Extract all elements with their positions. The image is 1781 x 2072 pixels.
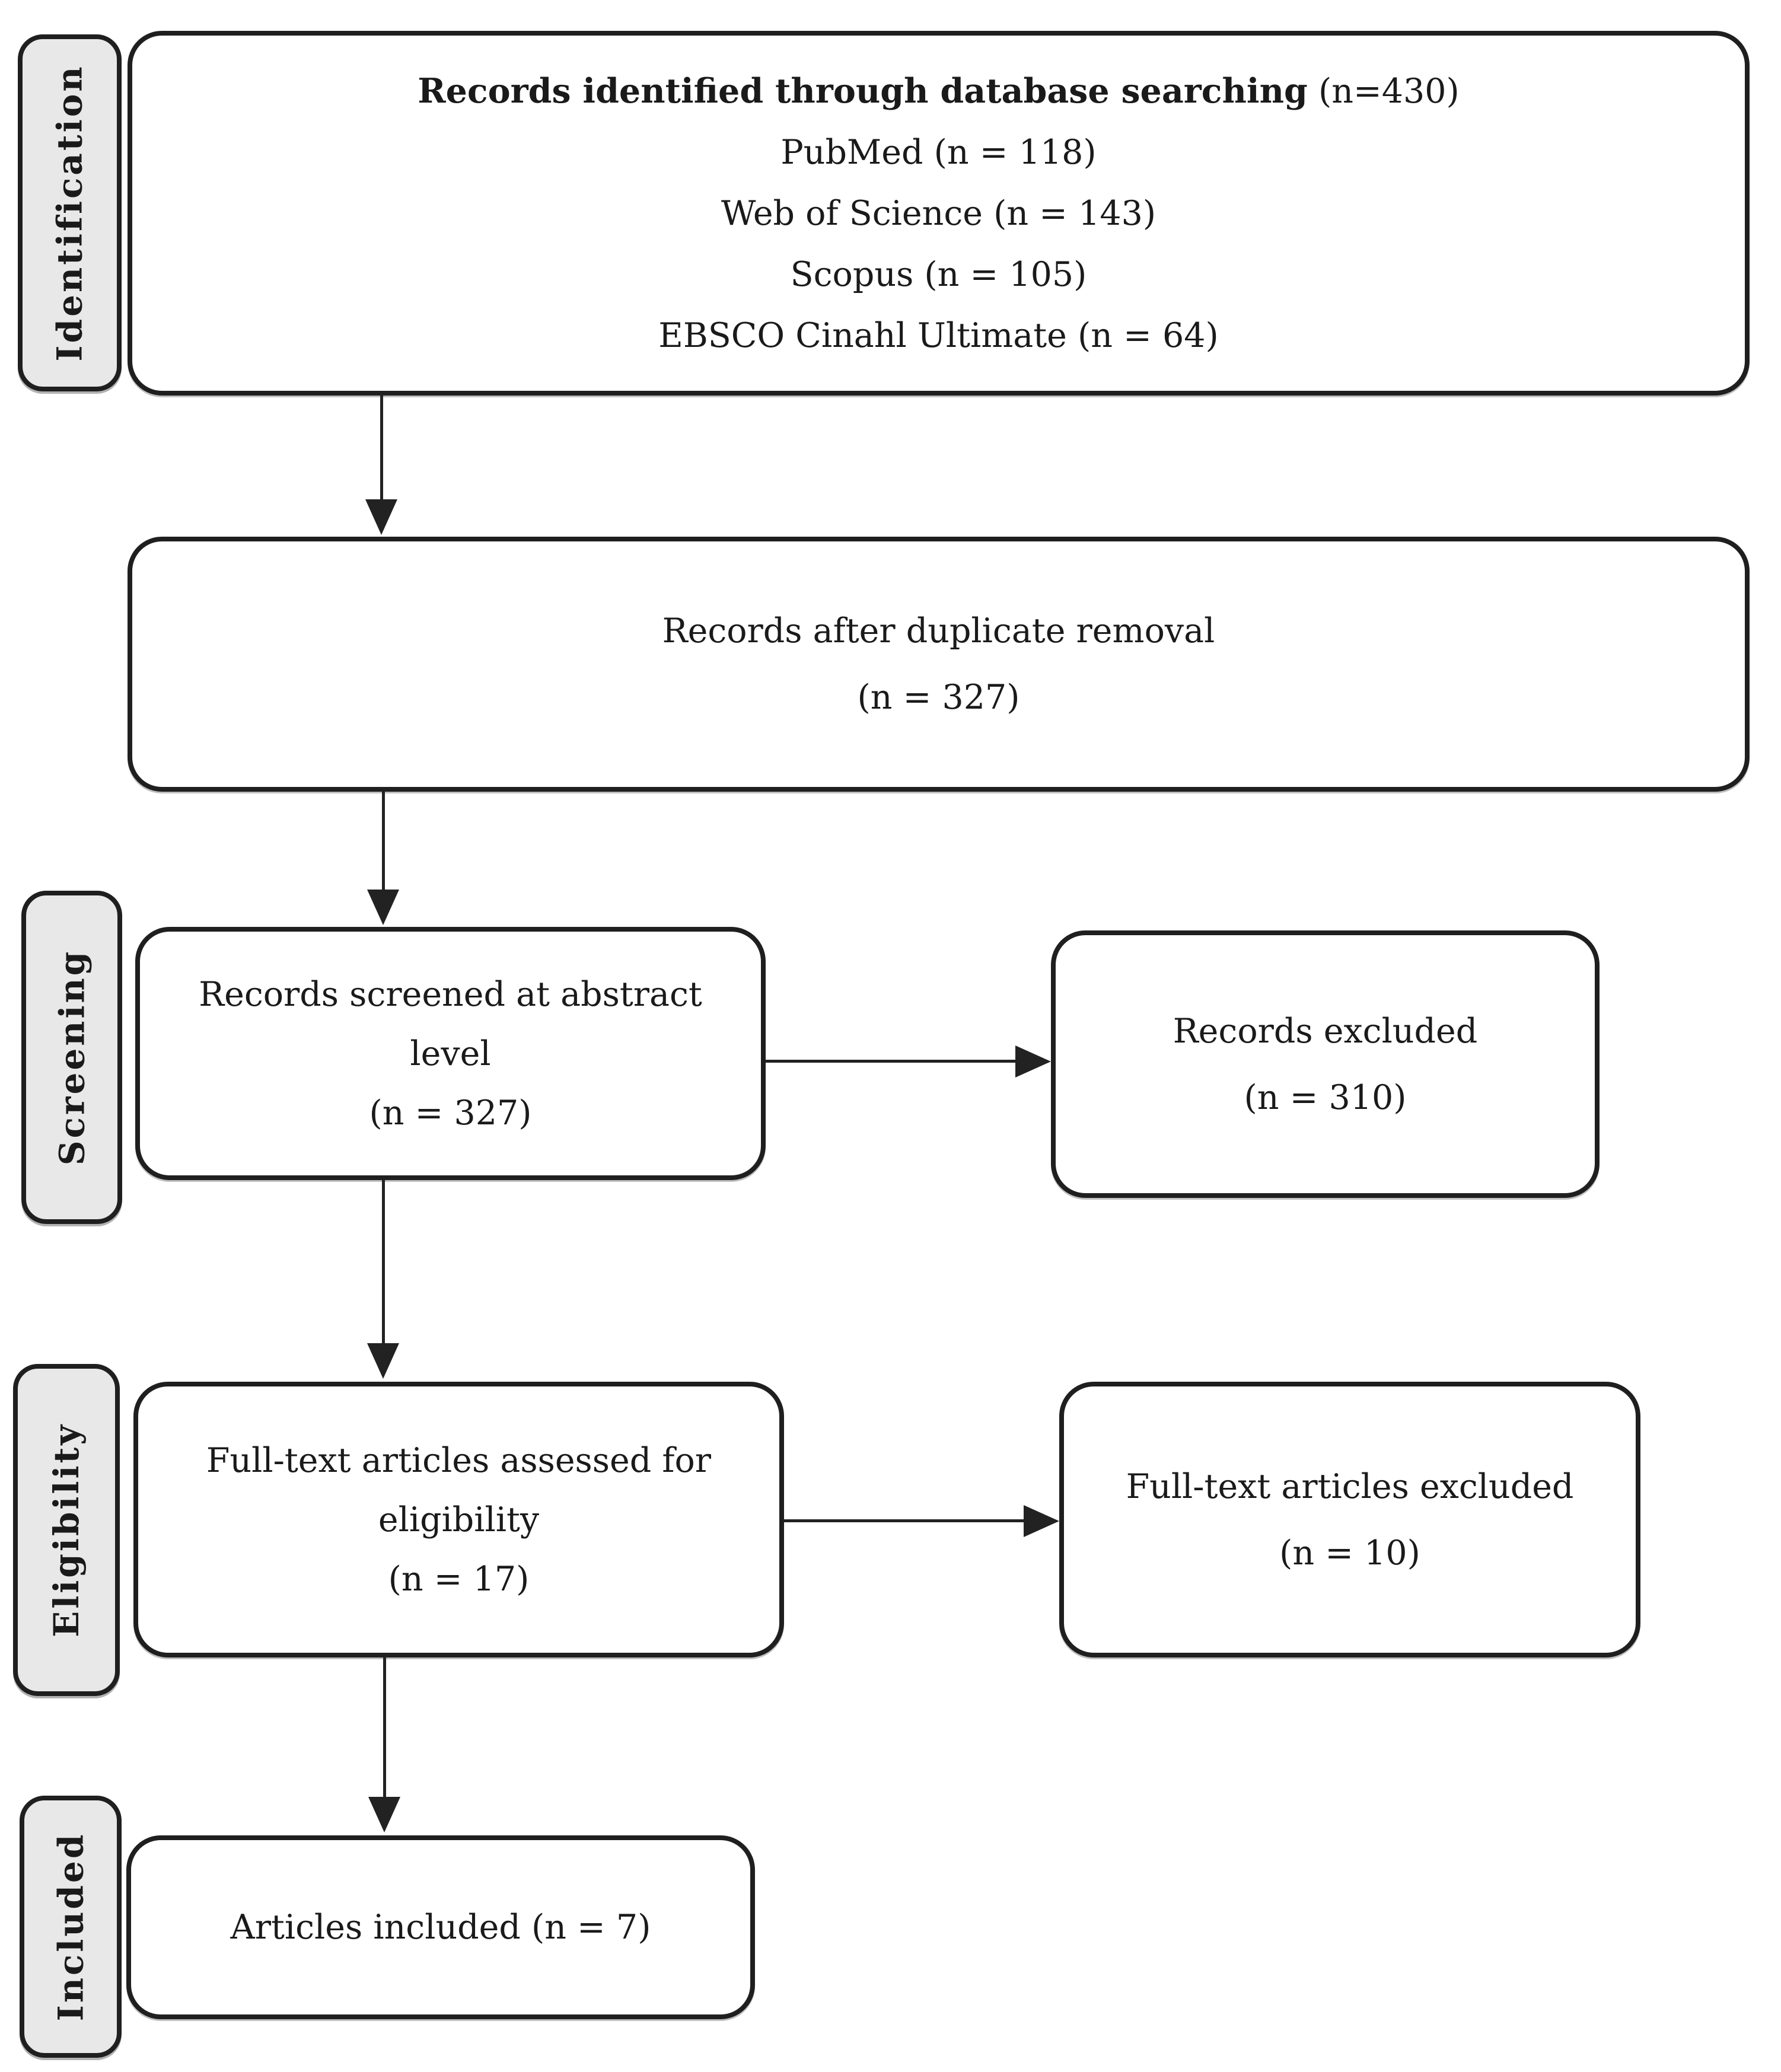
arrow-screened-to-fulltext-head [367,1343,399,1379]
stage-label-eligibility-text: Eligibility [46,1422,87,1638]
box-fulltext-assessed-text-1: Full-text articles assessed for [206,1440,712,1480]
box-fulltext-excluded-text: Full-text articles excluded [1126,1467,1574,1506]
box-records-excluded-count: (n = 310) [1244,1078,1407,1117]
arrow-screened-to-excluded-head [1015,1045,1051,1078]
stage-label-included: Included [20,1796,122,2058]
box-articles-included-text: Articles included (n = 7) [230,1907,651,1947]
box-records-identified-source-ebsco: EBSCO Cinahl Ultimate (n = 64) [658,315,1219,355]
box-records-identified: Records identified through database sear… [128,31,1750,396]
box-records-excluded-text: Records excluded [1173,1011,1478,1051]
box-fulltext-excluded-count: (n = 10) [1279,1533,1420,1573]
arrow-dedup-to-screened-line [382,790,385,892]
box-duplicate-removal-text: Records after duplicate removal [662,611,1215,651]
stage-label-eligibility: Eligibility [13,1364,120,1696]
box-records-excluded: Records excluded (n = 310) [1051,930,1600,1198]
stage-label-identification: Identification [18,34,122,391]
box-fulltext-excluded: Full-text articles excluded (n = 10) [1059,1382,1640,1657]
box-records-identified-source-scopus: Scopus (n = 105) [790,254,1087,294]
box-records-identified-title-count: (n=430) [1307,71,1460,111]
stage-label-screening-text: Screening [52,949,92,1166]
stage-label-screening: Screening [21,891,122,1224]
box-articles-included: Articles included (n = 7) [126,1835,755,2019]
arrow-dedup-to-screened-head [367,890,399,925]
arrow-identified-to-dedup-head [365,499,397,535]
box-records-screened-text-2: level [410,1034,491,1073]
box-records-screened: Records screened at abstract level (n = … [135,927,766,1180]
arrow-screened-to-excluded-line [766,1060,1018,1063]
arrow-fulltext-to-included-head [368,1797,400,1832]
box-records-screened-text-1: Records screened at abstract [199,974,702,1014]
arrow-fulltext-to-excluded-line [784,1519,1026,1522]
box-fulltext-assessed-text-2: eligibility [378,1500,540,1539]
arrow-fulltext-to-included-line [383,1657,386,1800]
box-records-identified-source-wos: Web of Science (n = 143) [721,193,1156,233]
box-duplicate-removal: Records after duplicate removal (n = 327… [128,537,1750,792]
box-duplicate-removal-count: (n = 327) [857,678,1020,717]
box-records-identified-source-pubmed: PubMed (n = 118) [780,132,1097,172]
box-records-screened-count: (n = 327) [369,1093,532,1133]
stage-label-identification-text: Identification [49,64,90,362]
box-fulltext-assessed-count: (n = 17) [388,1559,530,1599]
arrow-fulltext-to-excluded-head [1024,1505,1059,1537]
box-records-identified-title-bold: Records identified through database sear… [418,71,1308,111]
arrow-screened-to-fulltext-line [382,1180,385,1346]
box-fulltext-assessed: Full-text articles assessed for eligibil… [133,1382,784,1657]
arrow-identified-to-dedup-line [380,394,383,502]
stage-label-included-text: Included [50,1832,91,2022]
box-records-identified-title: Records identified through database sear… [418,60,1460,122]
